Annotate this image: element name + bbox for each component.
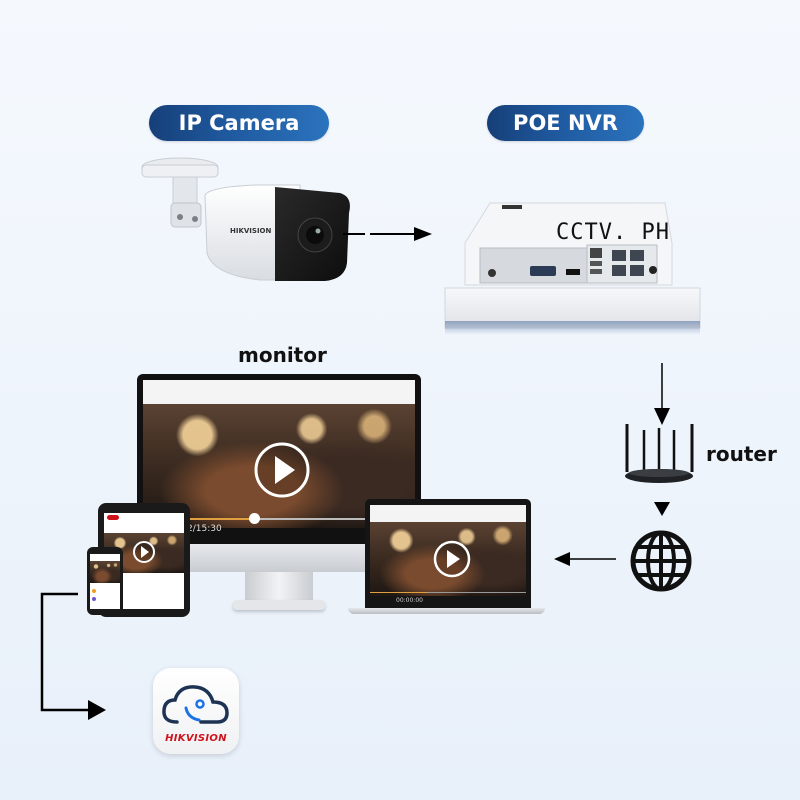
poe-nvr-title-text: POE NVR [513, 111, 618, 135]
nvr-to-router-arrow [654, 363, 670, 425]
app-brand: HIKVISION [165, 733, 227, 744]
poe-nvr-title: POE NVR [487, 105, 644, 141]
tablet-play-icon[interactable] [132, 540, 156, 564]
camera-to-nvr-arrow [343, 227, 432, 241]
router-icon [625, 424, 694, 483]
internet-to-laptop-arrow [554, 552, 616, 566]
phone [87, 547, 123, 615]
nvr-watermark: CCTV. PH [556, 220, 670, 245]
hikvision-app-icon[interactable]: HIKVISION [153, 668, 239, 754]
router-to-internet-arrow [654, 502, 670, 516]
router-label: router [706, 442, 777, 466]
poe-nvr-icon [444, 202, 701, 335]
monitor-label: monitor [238, 343, 327, 367]
ip-camera-title-text: IP Camera [178, 111, 300, 135]
cloud-camera-icon [162, 685, 229, 724]
ip-camera-icon: HIKVISION [141, 157, 350, 281]
monitor-play-icon[interactable] [252, 440, 312, 500]
phone-to-app-arrow [40, 592, 106, 720]
globe-icon [630, 530, 692, 592]
laptop-timestamp: 00:00:00 [396, 597, 423, 604]
ip-camera-title: IP Camera [149, 105, 329, 141]
laptop-play-icon[interactable] [432, 539, 472, 579]
svg-text:HIKVISION: HIKVISION [230, 227, 272, 235]
monitor-timestamp: 2/15:30 [187, 524, 222, 534]
